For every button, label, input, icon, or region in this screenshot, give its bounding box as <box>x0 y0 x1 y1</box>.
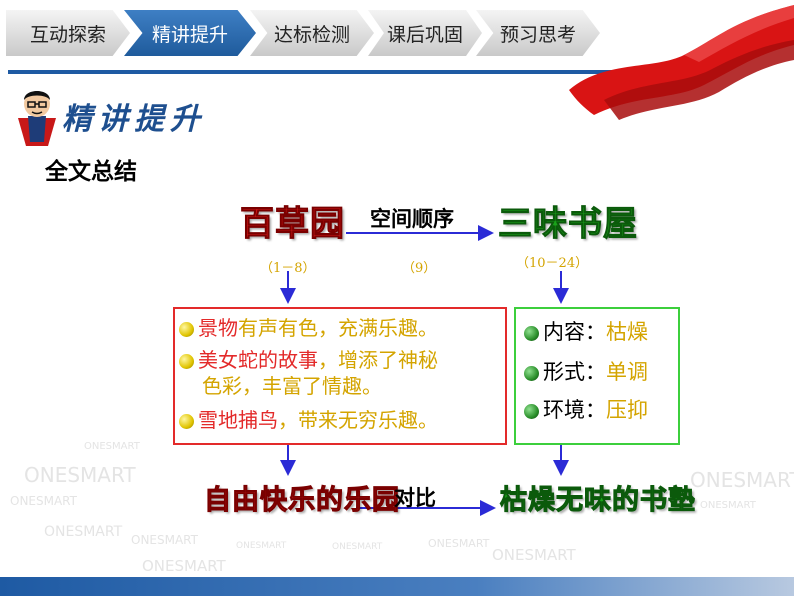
node-baicaoyuan: 百草园 <box>240 204 345 245</box>
conclusion-boring-school: 枯燥无味的书塾 <box>500 485 696 517</box>
watermark: ONESMART <box>690 468 794 492</box>
detail-form: 形式：单调 <box>524 359 648 385</box>
tab-preview-think[interactable]: 预习思考 <box>476 10 600 56</box>
watermark: ONESMART <box>10 494 77 508</box>
bullet-icon <box>524 326 539 341</box>
range-right: （10－24） <box>516 256 589 271</box>
bullet-icon <box>524 404 539 419</box>
watermark: ONESMART <box>142 557 226 575</box>
detail-content: 内容：枯燥 <box>524 319 648 345</box>
label-space-order: 空间顺序 <box>370 207 454 231</box>
detail-environment: 环境：压抑 <box>524 397 648 423</box>
watermark: ONESMART <box>492 546 576 564</box>
range-middle: （9） <box>402 261 437 276</box>
watermark: ONESMART <box>236 541 287 551</box>
footer-bar <box>0 577 794 596</box>
baicaoyuan-details-box: 景物有声有色，充满乐趣。 美女蛇的故事，增添了神秘 色彩，丰富了情趣。 雪地捕鸟… <box>173 307 507 445</box>
detail-snake-story: 美女蛇的故事，增添了神秘 <box>179 347 438 373</box>
watermark: ONESMART <box>44 524 123 540</box>
node-sanweishuwu: 三味书屋 <box>498 204 638 245</box>
watermark: ONESMART <box>84 441 140 452</box>
watermark: ONESMART <box>332 542 383 552</box>
detail-snake-story-cont: 色彩，丰富了情趣。 <box>202 374 382 398</box>
bullet-icon <box>179 414 194 429</box>
label-contrast: 对比 <box>394 486 436 510</box>
watermark: ONESMART <box>131 533 198 547</box>
watermark: ONESMART <box>700 500 756 511</box>
tab-after-class-review[interactable]: 课后巩固 <box>368 10 482 56</box>
bullet-icon <box>179 354 194 369</box>
range-left: （1－8） <box>260 261 316 276</box>
header-divider <box>8 70 618 74</box>
sanweishuwu-details-box: 内容：枯燥 形式：单调 环境：压抑 <box>514 307 680 445</box>
tab-standard-test[interactable]: 达标检测 <box>250 10 374 56</box>
tab-lecture-improve[interactable]: 精讲提升 <box>124 10 256 56</box>
red-ribbon-decoration <box>569 5 794 120</box>
detail-snow-birds: 雪地捕鸟，带来无穷乐趣。 <box>179 407 438 433</box>
bullet-icon <box>179 322 194 337</box>
teacher-avatar-icon <box>18 91 56 146</box>
watermark: ONESMART <box>428 537 490 550</box>
section-title: 精讲提升 <box>62 102 206 137</box>
bullet-icon <box>524 366 539 381</box>
section-subtitle: 全文总结 <box>45 159 137 185</box>
detail-scenery: 景物有声有色，充满乐趣。 <box>179 315 438 341</box>
tab-interactive-explore[interactable]: 互动探索 <box>6 10 130 56</box>
watermark: ONESMART <box>24 463 136 487</box>
conclusion-free-paradise: 自由快乐的乐园 <box>204 485 400 517</box>
